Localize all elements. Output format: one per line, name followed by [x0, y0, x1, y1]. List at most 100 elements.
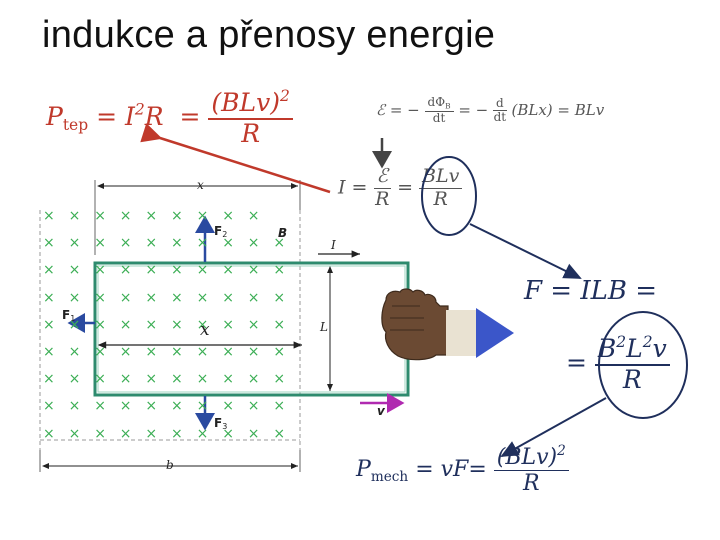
- f2-letter: F: [214, 224, 223, 238]
- x-inner-label: x: [200, 320, 210, 340]
- current-den2: R: [433, 187, 448, 210]
- blv-highlight-ellipse: [421, 156, 477, 236]
- field-cross: ×: [196, 425, 209, 442]
- field-cross: ×: [171, 371, 183, 388]
- force-den: R: [622, 364, 642, 394]
- field-cross: ×: [171, 425, 183, 442]
- emf-frac1-num: dΦ: [427, 95, 446, 109]
- p-mech-eq: = vF=: [415, 457, 487, 483]
- field-cross: ×: [222, 208, 234, 224]
- x-dimension: [94, 180, 301, 255]
- field-cross: ×: [196, 289, 209, 306]
- field-cross: ×: [222, 316, 234, 333]
- field-cross: ×: [196, 371, 209, 388]
- field-cross: ×: [145, 344, 158, 360]
- field-cross: ×: [273, 398, 286, 415]
- b-label: b: [166, 458, 174, 472]
- field-cross: ×: [119, 262, 132, 279]
- field-cross: ×: [273, 235, 286, 252]
- field-cross: ×: [247, 289, 260, 306]
- field-cross: ×: [196, 344, 209, 360]
- field-cross: ×: [94, 262, 106, 279]
- field-cross: ×: [171, 262, 183, 279]
- p-tep-den: R: [241, 118, 261, 148]
- field-cross: ×: [247, 316, 260, 333]
- field-cross: ×: [43, 262, 55, 279]
- field-cross: ×: [273, 344, 286, 360]
- field-cross: ×: [247, 398, 260, 415]
- field-cross: ×: [273, 289, 286, 306]
- f1-sub: 1: [70, 314, 76, 323]
- force-eq: =: [566, 347, 587, 377]
- current-num: ℰ: [373, 165, 392, 189]
- field-cross: ×: [145, 289, 158, 306]
- emf-frac2: d dt: [493, 96, 507, 126]
- force-formula-line1: F = ILB =: [524, 276, 658, 306]
- current-den: R: [375, 187, 390, 210]
- field-cross: ×: [43, 371, 55, 388]
- field-cross: ×: [43, 316, 55, 333]
- field-cross: ×: [247, 371, 260, 388]
- emf-frac2-num: d: [493, 96, 507, 112]
- field-cross: ×: [94, 344, 106, 360]
- emf-rhs: (BLx) = BLv: [511, 100, 605, 119]
- field-cross: ×: [171, 235, 183, 252]
- field-cross: ×: [94, 398, 106, 415]
- force-num-l: L: [626, 334, 643, 364]
- field-cross: ×: [196, 398, 209, 415]
- current-frac2: BLv R: [419, 165, 463, 211]
- field-cross: ×: [145, 316, 158, 333]
- field-cross: ×: [43, 289, 55, 306]
- red-link-arrow: [140, 123, 331, 194]
- field-cross: ×: [68, 289, 81, 306]
- field-cross: ×: [68, 425, 81, 442]
- field-cross: ×: [222, 289, 234, 306]
- field-cross: ×: [145, 371, 158, 388]
- field-cross: ×: [196, 262, 209, 279]
- emf-frac1-num-sub: B: [445, 101, 451, 111]
- field-cross: ×: [171, 208, 183, 224]
- p-tep-num: (BLv): [211, 88, 281, 118]
- force-num-v: v: [652, 334, 667, 364]
- field-cross: ×: [119, 235, 132, 252]
- b-dimension: [39, 450, 301, 472]
- emf-lhs: ℰ = −: [376, 100, 420, 119]
- p-tep-sub: tep: [62, 116, 89, 135]
- field-cross: ×: [43, 208, 55, 224]
- navy-arrow-to-force: [469, 223, 582, 279]
- field-cross: ×: [68, 371, 81, 388]
- field-cross: ×: [222, 425, 234, 442]
- field-cross: ×: [171, 289, 183, 306]
- field-cross: ×: [94, 208, 106, 224]
- field-cross: ×: [196, 208, 209, 224]
- field-cross: ×: [171, 344, 183, 360]
- emf-eq: = −: [458, 100, 489, 119]
- f1-letter: F: [62, 308, 71, 322]
- field-cross: ×: [247, 344, 260, 360]
- force-num-sq1: 2: [616, 333, 627, 351]
- B-label: B: [278, 226, 288, 240]
- field-cross: ×: [145, 398, 158, 415]
- field-cross: ×: [273, 425, 286, 442]
- field-cross: ×: [273, 371, 286, 388]
- F1-label: F1: [62, 308, 75, 323]
- navy-arrow-to-pmech: [500, 397, 607, 457]
- f3-sub: 3: [222, 422, 228, 431]
- field-cross: ×: [119, 316, 132, 333]
- field-cross: ×: [171, 398, 183, 415]
- force-num-sq2: 2: [642, 333, 653, 351]
- p-tep-eq2: =: [179, 101, 201, 131]
- p-tep-fraction: (BLv)2 R: [208, 87, 293, 149]
- field-cross: ×: [68, 398, 81, 415]
- field-cross: ×: [222, 371, 234, 388]
- field-cross: ×: [222, 344, 234, 360]
- field-cross: ×: [196, 235, 209, 252]
- field-cross: ×: [43, 398, 55, 415]
- field-cross: ×: [222, 262, 234, 279]
- p-mech-sub: mech: [370, 468, 409, 485]
- emf-frac2-den: dt: [493, 110, 507, 125]
- p-mech-lhs: P: [356, 457, 371, 483]
- field-cross: ×: [94, 235, 106, 252]
- field-cross: ×: [145, 262, 158, 279]
- p-tep-num-sq: 2: [280, 87, 290, 105]
